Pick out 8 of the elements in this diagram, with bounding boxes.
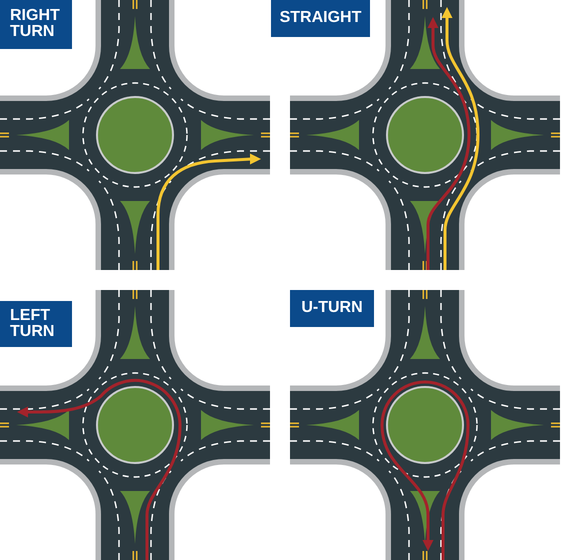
maneuver-banner [0, 301, 72, 347]
maneuver-banner [0, 0, 72, 49]
maneuver-label: U-TURN [300, 300, 364, 316]
maneuver-banner [290, 290, 374, 327]
maneuver-banner [271, 0, 370, 37]
maneuver-label: LEFT TURN [10, 308, 56, 340]
maneuver-label: RIGHT TURN [10, 8, 61, 40]
maneuver-label: STRAIGHT [278, 10, 362, 26]
